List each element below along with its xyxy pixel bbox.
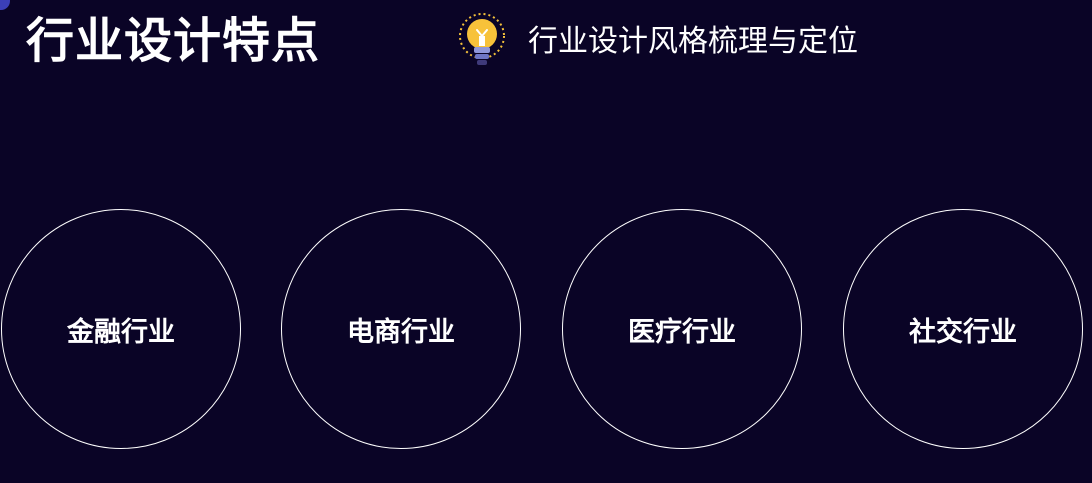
industry-circle-social[interactable]: 社交行业 (843, 209, 1083, 449)
industry-label-finance: 金融行业 (67, 316, 175, 348)
corner-decoration (0, 0, 10, 10)
industry-circle-medical[interactable]: 医疗行业 (562, 209, 802, 449)
page-title: 行业设计特点 (26, 13, 321, 69)
industry-circle-ecommerce[interactable]: 电商行业 (281, 209, 521, 449)
industry-label-medical: 医疗行业 (628, 316, 736, 348)
industry-label-ecommerce: 电商行业 (347, 316, 455, 348)
lightbulb-icon (455, 12, 511, 72)
industry-label-social: 社交行业 (909, 316, 1017, 348)
page-subtitle: 行业设计风格梳理与定位 (528, 24, 858, 59)
industry-circle-finance[interactable]: 金融行业 (1, 209, 241, 449)
